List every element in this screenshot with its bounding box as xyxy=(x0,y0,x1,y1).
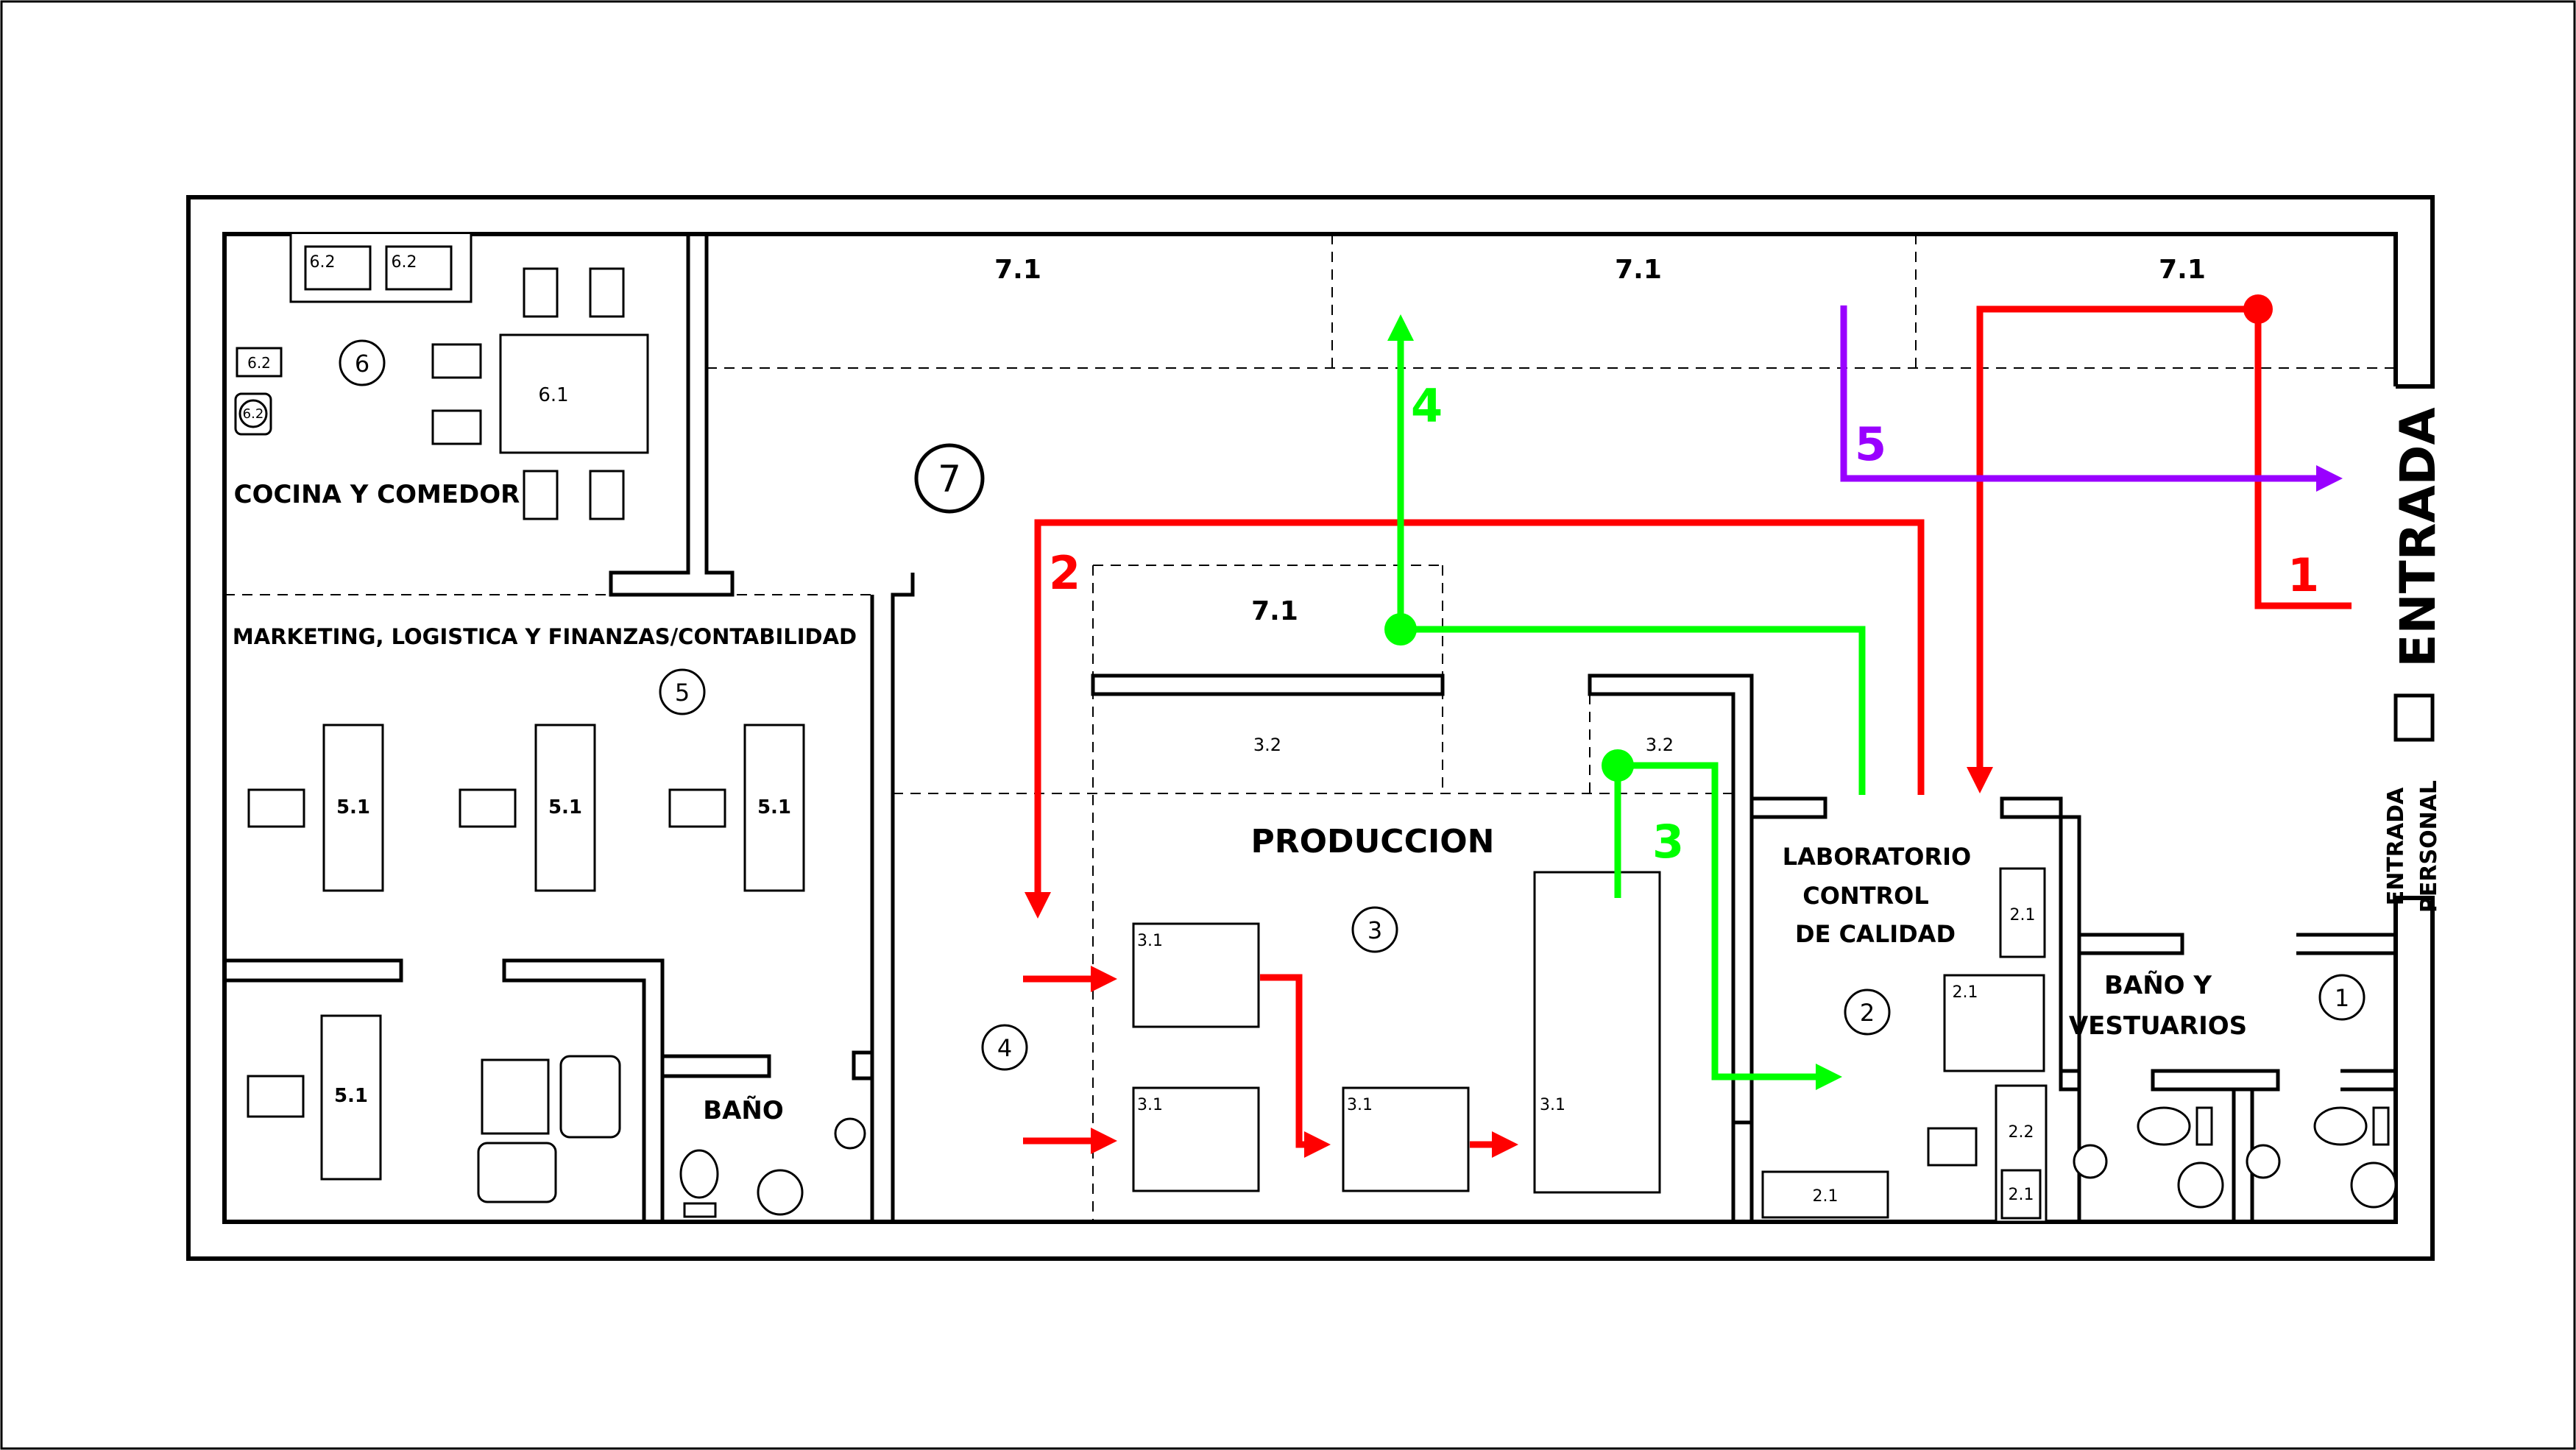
flow-4-start-dot xyxy=(1384,613,1417,646)
desk-label: 5.1 xyxy=(757,796,791,818)
offices-room-label: MARKETING, LOGISTICA Y FINANZAS/CONTABIL… xyxy=(233,624,857,649)
prep-area-label: 3.2 xyxy=(1253,735,1281,755)
equipment-label: 3.1 xyxy=(1347,1096,1373,1114)
equipment-label: 3.1 xyxy=(1137,932,1163,950)
flow-4-arrow xyxy=(1387,314,1866,795)
kitchen-unit-label: 6.2 xyxy=(310,253,336,272)
zone-number: 6 xyxy=(355,350,369,378)
outer-walls xyxy=(186,195,2435,1261)
zone-number: 5 xyxy=(675,679,690,707)
office-furniture xyxy=(247,724,805,1203)
staff-entrance-marker xyxy=(2393,693,2435,742)
lab-bench-label: 2.1 xyxy=(2009,1186,2034,1204)
zone-number: 3 xyxy=(1367,916,1382,944)
zone-number: 4 xyxy=(997,1034,1012,1062)
flow-3-start-dot xyxy=(1602,749,1634,782)
prep-area-label: 3.2 xyxy=(1646,735,1674,755)
zone-number: 1 xyxy=(2335,984,2349,1012)
flow-1-arrow xyxy=(1967,305,2352,793)
kitchen-unit-label: 6.2 xyxy=(247,354,271,372)
zone-dividers xyxy=(224,234,2396,1222)
lab-bench-label: 2.1 xyxy=(1813,1187,1839,1206)
changing-label-line2: VESTUARIOS xyxy=(2069,1011,2247,1041)
zone-marker xyxy=(659,668,706,715)
desk-label: 5.1 xyxy=(336,796,370,818)
zone-marker xyxy=(1351,906,1398,953)
desk-label: 5.1 xyxy=(334,1085,368,1107)
production-equipment xyxy=(1132,871,1661,1194)
flow-5-label: 5 xyxy=(1855,417,1886,471)
storage-label: 7.1 xyxy=(994,255,1041,285)
flow-3-label: 3 xyxy=(1652,815,1684,869)
dining-table-label: 6.1 xyxy=(538,384,568,406)
lab-label-line1: LABORATORIO xyxy=(1783,843,1971,871)
flow-4-label: 4 xyxy=(1411,379,1443,433)
flow-1-start-dot xyxy=(2243,294,2273,324)
flow-2-label: 2 xyxy=(1049,546,1080,600)
zone-marker xyxy=(339,339,386,386)
entrance-label: ENTRADA xyxy=(2390,407,2446,667)
kitchen-furniture xyxy=(234,234,649,520)
flow-5-arrow xyxy=(1840,305,2343,492)
lab-bench-label: 2.1 xyxy=(1953,983,1978,1002)
zone-marker xyxy=(981,1024,1028,1071)
zone-marker xyxy=(1844,989,1891,1036)
equipment-label: 3.1 xyxy=(1540,1096,1565,1114)
toilet-icon xyxy=(2073,1106,2397,1209)
zone-marker xyxy=(914,443,985,514)
lab-unit-label: 2.2 xyxy=(2009,1123,2034,1142)
flow-3-arrow xyxy=(1614,762,1842,1090)
flow-2-arrow xyxy=(1023,519,1925,1158)
lab-label-line2: CONTROL xyxy=(1802,882,1929,910)
storage-label: 7.1 xyxy=(1251,596,1298,626)
zone-marker xyxy=(2318,974,2366,1021)
storage-label: 7.1 xyxy=(2159,255,2206,285)
kitchen-unit-label: 6.2 xyxy=(392,253,417,272)
equipment-label: 3.1 xyxy=(1137,1096,1163,1114)
toilet-icon xyxy=(679,1117,866,1218)
bathroom-label: BAÑO xyxy=(703,1095,784,1125)
kitchen-fixture-icon xyxy=(238,399,268,428)
lab-furniture xyxy=(1761,867,2048,1223)
storage-label: 7.1 xyxy=(1615,255,1662,285)
changing-label-line1: BAÑO Y xyxy=(2104,970,2212,1000)
zone-number: 2 xyxy=(1860,999,1875,1027)
production-label: PRODUCCION xyxy=(1251,823,1495,860)
zone-number: 7 xyxy=(938,458,961,501)
kitchen-room-label: COCINA Y COMEDOR xyxy=(234,480,520,509)
kitchen-unit-label: 6.2 xyxy=(243,406,264,422)
staff-entrance-label-line1: ENTRADA xyxy=(2383,787,2409,905)
lab-bench-label: 2.1 xyxy=(2010,906,2036,924)
desk-label: 5.1 xyxy=(548,796,582,818)
flow-1-label: 1 xyxy=(2287,548,2319,602)
staff-entrance-label-line2: PERSONAL xyxy=(2416,780,2442,913)
lab-label-line3: DE CALIDAD xyxy=(1795,920,1956,948)
